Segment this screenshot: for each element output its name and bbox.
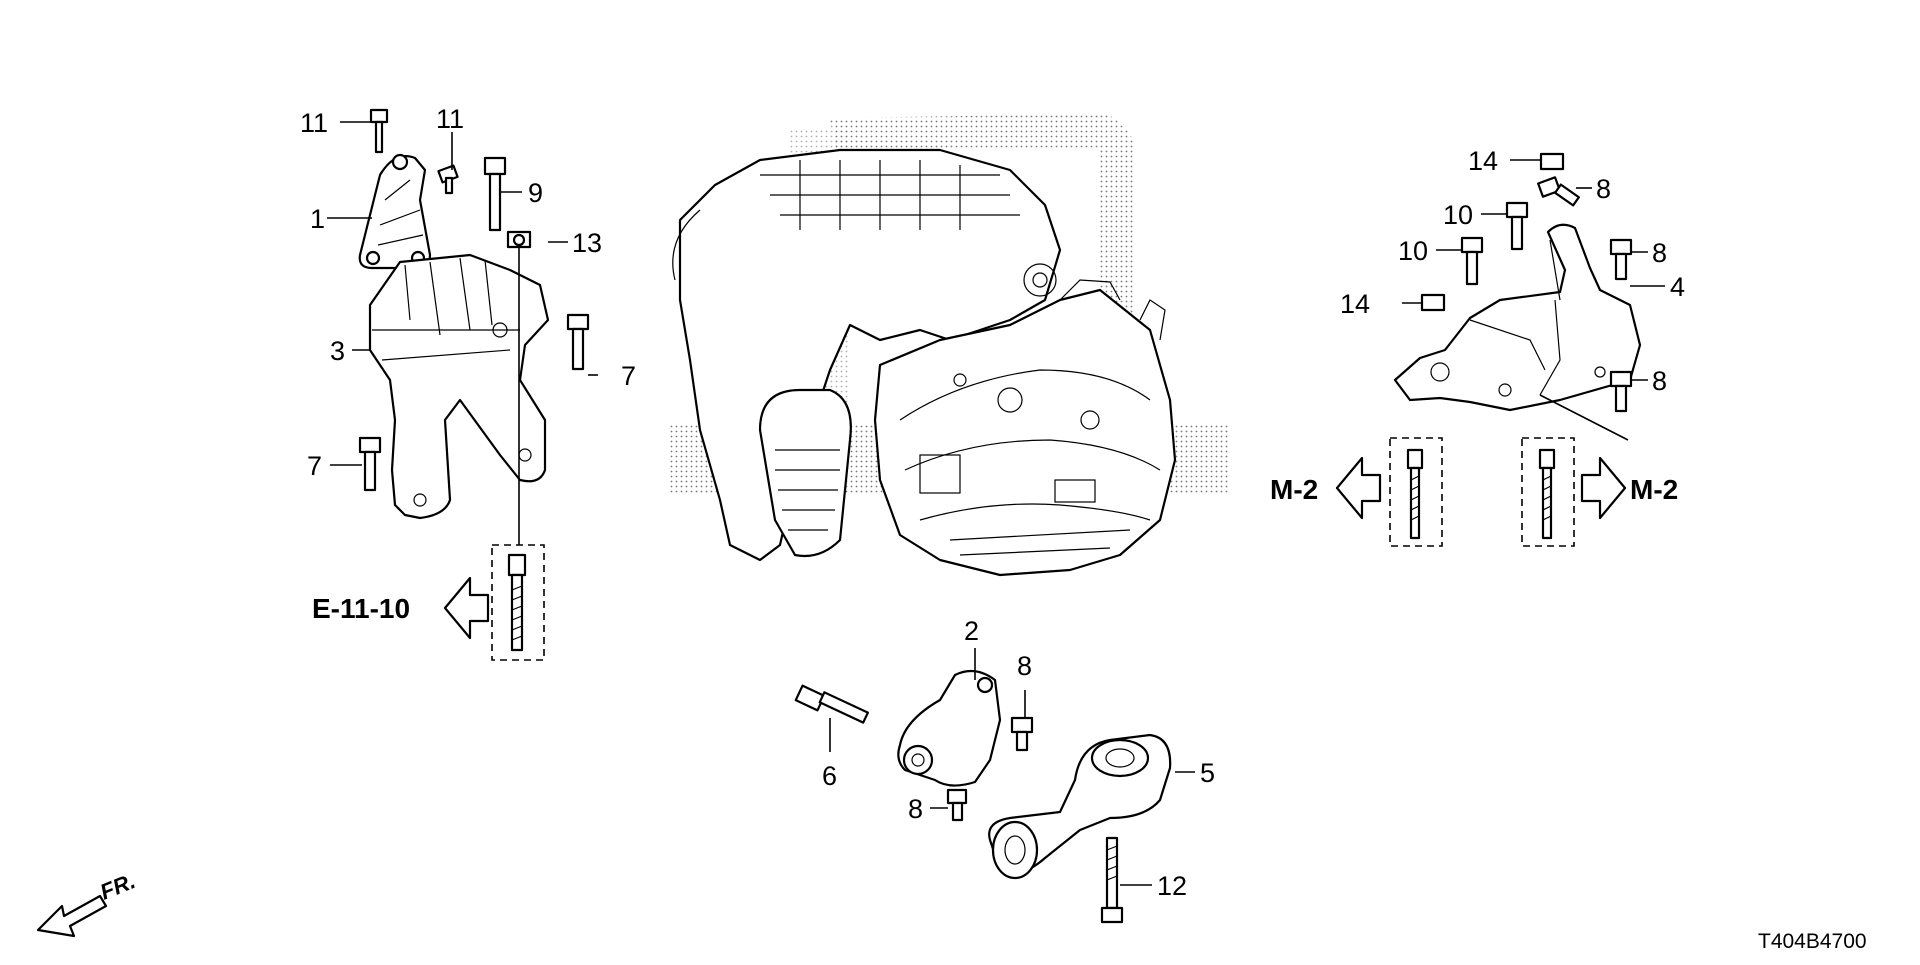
callout-7a: 7 — [621, 361, 636, 391]
part-3-engine-mount[interactable] — [368, 253, 550, 520]
diagram-code: T404B4700 — [1758, 930, 1867, 953]
stud-m-2-left[interactable] — [1406, 448, 1424, 540]
right-mount-group — [1335, 152, 1665, 547]
bolt-10b[interactable] — [1460, 236, 1484, 286]
engine-transaxle-assembly — [670, 114, 1230, 577]
bolt-7a[interactable] — [566, 313, 590, 371]
bolt-12[interactable] — [1100, 836, 1124, 924]
nut-13[interactable] — [506, 230, 532, 249]
callout-6: 6 — [822, 761, 837, 791]
callout-8a: 8 — [1596, 174, 1611, 204]
reference-labels: E-11-10 M-2 M-2 — [312, 474, 1678, 624]
bolt-11b[interactable] — [437, 164, 459, 195]
part-4-transmission-mount[interactable] — [1393, 223, 1642, 412]
reference-m-2-right[interactable]: M-2 — [1630, 474, 1678, 505]
nut-14a[interactable] — [1539, 152, 1565, 171]
callout-8b: 8 — [1652, 238, 1667, 268]
stud-m-2-right[interactable] — [1538, 448, 1556, 540]
bolt-8e[interactable] — [946, 788, 968, 822]
arrow-m-2-left — [1335, 456, 1382, 520]
nut-14b[interactable] — [1420, 293, 1446, 312]
left-mount-group — [327, 108, 598, 661]
bolt-7b[interactable] — [358, 436, 382, 492]
front-direction-indicator: FR. — [36, 868, 139, 938]
arrow-m-2-right — [1580, 456, 1627, 520]
callout-2: 2 — [964, 616, 979, 646]
front-label: FR. — [97, 868, 139, 904]
lower-mount-group — [794, 648, 1195, 924]
callout-8c: 8 — [1652, 366, 1667, 396]
callout-13: 13 — [572, 228, 602, 258]
callout-3: 3 — [330, 336, 345, 366]
callout-5: 5 — [1200, 758, 1215, 788]
callout-4: 4 — [1670, 272, 1685, 302]
callout-8d: 8 — [1017, 651, 1032, 681]
arrow-e-11-10 — [443, 576, 490, 640]
bolt-11a[interactable] — [369, 108, 389, 154]
front-arrow-icon — [36, 894, 108, 938]
bolt-8c[interactable] — [1609, 370, 1633, 413]
callout-14a: 14 — [1468, 146, 1498, 176]
bolt-6[interactable] — [794, 684, 869, 724]
bolt-10a[interactable] — [1505, 201, 1529, 251]
callout-10a: 10 — [1443, 200, 1473, 230]
bolt-8d[interactable] — [1010, 716, 1034, 752]
bolt-8a[interactable] — [1537, 176, 1580, 207]
callout-12: 12 — [1157, 871, 1187, 901]
reference-m-2-left[interactable]: M-2 — [1270, 474, 1318, 505]
stud-e-11-10[interactable] — [507, 553, 527, 652]
callout-labels: 11 11 9 13 1 3 7 7 14 8 10 10 8 14 4 8 2… — [300, 104, 1685, 901]
callout-1: 1 — [310, 204, 325, 234]
reference-e-11-10[interactable]: E-11-10 — [312, 593, 410, 624]
callout-11b: 11 — [436, 104, 464, 134]
callout-11a: 11 — [300, 108, 328, 138]
bolt-8b[interactable] — [1609, 238, 1633, 281]
callout-14b: 14 — [1340, 289, 1370, 319]
callout-9: 9 — [528, 178, 543, 208]
bolt-9[interactable] — [483, 156, 507, 232]
callout-8e: 8 — [908, 794, 923, 824]
callout-7b: 7 — [307, 451, 322, 481]
callout-10b: 10 — [1398, 236, 1428, 266]
